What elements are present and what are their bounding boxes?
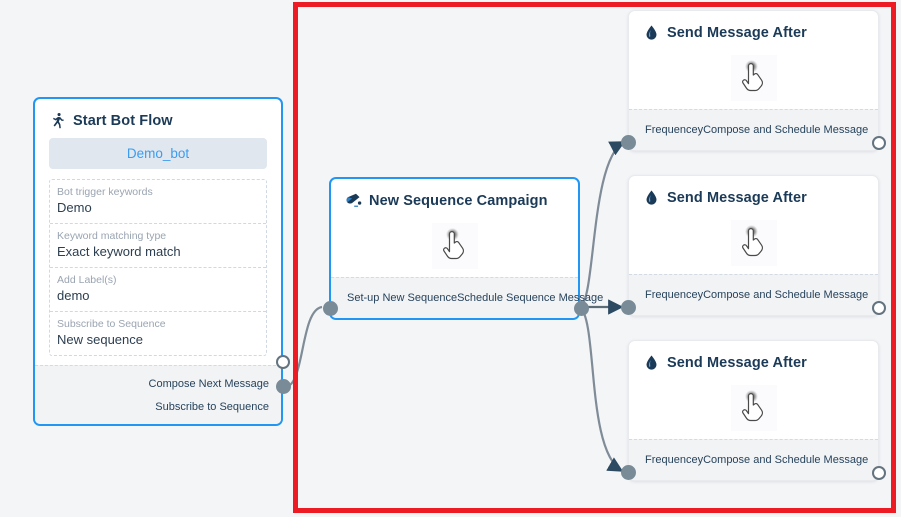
- node-header: Start Bot Flow: [35, 99, 281, 135]
- output-port-label: Compose and Schedule Message: [703, 124, 869, 136]
- output-port-schedule-sequence-message[interactable]: [574, 301, 589, 316]
- port-row-message[interactable]: Frequencey Compose and Schedule Message: [629, 281, 878, 309]
- input-port-frequency[interactable]: [621, 300, 636, 315]
- field-bot-trigger-keywords[interactable]: Bot trigger keywords Demo: [50, 180, 266, 224]
- node-footer: Frequencey Compose and Schedule Message: [629, 439, 878, 480]
- node-header: Send Message After: [629, 341, 878, 377]
- node-footer: Set-up New Sequence Schedule Sequence Me…: [331, 277, 603, 318]
- port-row-sequence[interactable]: Set-up New Sequence Schedule Sequence Me…: [331, 284, 603, 312]
- cursor-box: [730, 220, 777, 266]
- output-port-label: Compose and Schedule Message: [703, 289, 869, 301]
- input-port-label: Frequencey: [645, 124, 704, 136]
- output-port-label: Compose and Schedule Message: [703, 454, 869, 466]
- node-body: Demo_bot Bot trigger keywords Demo Keywo…: [35, 138, 281, 365]
- water-drop-icon: [646, 190, 657, 205]
- node-send-message-after-2[interactable]: Send Message After Frequencey Compose an…: [621, 175, 886, 316]
- node-footer: Compose Next Message Subscribe to Sequen…: [35, 365, 281, 424]
- field-value: demo: [57, 288, 90, 303]
- field-label: Bot trigger keywords: [57, 186, 153, 198]
- running-person-icon: [53, 112, 64, 129]
- node-new-sequence-campaign[interactable]: New Sequence Campaign: [323, 177, 603, 320]
- node-header: Send Message After: [629, 11, 878, 47]
- field-value: New sequence: [57, 332, 143, 347]
- port-row-compose-next-message[interactable]: Compose Next Message: [35, 372, 281, 395]
- node-preview-area: [331, 215, 578, 277]
- field-value: Exact keyword match: [57, 244, 181, 259]
- port-row-message[interactable]: Frequencey Compose and Schedule Message: [629, 116, 878, 144]
- node-title: Send Message After: [667, 189, 807, 206]
- node-header: Send Message After: [629, 176, 878, 212]
- field-label: Subscribe to Sequence: [57, 318, 166, 330]
- output-port-compose-and-schedule-message[interactable]: [872, 301, 886, 315]
- node-title: Send Message After: [667, 354, 807, 371]
- input-port-label: Set-up New Sequence: [347, 292, 458, 304]
- pointing-hand-cursor-icon: [741, 390, 763, 422]
- port-row-message[interactable]: Frequencey Compose and Schedule Message: [629, 446, 878, 474]
- input-port-frequency[interactable]: [621, 135, 636, 150]
- pointing-hand-cursor-icon: [442, 228, 464, 260]
- node-header: New Sequence Campaign: [331, 179, 578, 215]
- node-preview-area: [629, 212, 878, 274]
- water-drop-icon: [646, 355, 657, 370]
- output-port-subscribe-to-sequence[interactable]: [276, 379, 291, 394]
- input-port-frequency[interactable]: [621, 465, 636, 480]
- field-value: Demo: [57, 200, 92, 215]
- node-title: New Sequence Campaign: [369, 192, 548, 209]
- water-drop-icon: [646, 25, 657, 40]
- input-port-label: Frequencey: [645, 454, 704, 466]
- pointing-hand-cursor-icon: [741, 60, 763, 92]
- output-port-compose-next-message[interactable]: [276, 355, 290, 369]
- output-port-compose-and-schedule-message[interactable]: [872, 136, 886, 150]
- cursor-box: [730, 385, 777, 431]
- field-keyword-matching-type[interactable]: Keyword matching type Exact keyword matc…: [50, 224, 266, 268]
- port-row-subscribe-to-sequence[interactable]: Subscribe to Sequence: [35, 395, 281, 418]
- port-label: Compose Next Message: [148, 377, 269, 390]
- field-label: Add Label(s): [57, 274, 117, 286]
- node-send-message-after-1[interactable]: Send Message After Frequencey Compose an…: [621, 10, 886, 151]
- output-port-compose-and-schedule-message[interactable]: [872, 466, 886, 480]
- input-port-setup-new-sequence[interactable]: [323, 301, 338, 316]
- node-preview-area: [629, 377, 878, 439]
- ink-bottle-icon: [346, 193, 362, 207]
- bot-name-chip[interactable]: Demo_bot: [49, 138, 267, 169]
- node-send-message-after-3[interactable]: Send Message After Frequencey Compose an…: [621, 340, 886, 481]
- field-label: Keyword matching type: [57, 230, 167, 242]
- field-add-labels[interactable]: Add Label(s) demo: [50, 268, 266, 312]
- node-title: Start Bot Flow: [73, 112, 173, 129]
- node-footer: Frequencey Compose and Schedule Message: [629, 274, 878, 315]
- input-port-label: Frequencey: [645, 289, 704, 301]
- node-title: Send Message After: [667, 24, 807, 41]
- port-label: Subscribe to Sequence: [155, 400, 269, 413]
- node-footer: Frequencey Compose and Schedule Message: [629, 109, 878, 150]
- node-start-bot-flow[interactable]: Start Bot Flow Demo_bot Bot trigger keyw…: [33, 97, 291, 426]
- output-port-label: Schedule Sequence Message: [457, 292, 604, 304]
- node-preview-area: [629, 47, 878, 109]
- cursor-box: [730, 55, 777, 101]
- edge-startbot-to-sequence: [284, 305, 323, 389]
- pointing-hand-cursor-icon: [741, 225, 763, 257]
- cursor-box: [431, 223, 478, 269]
- field-subscribe-to-sequence[interactable]: Subscribe to Sequence New sequence: [50, 312, 266, 355]
- edge-sequence-to-card-1: [579, 141, 626, 309]
- edge-sequence-to-card-3: [579, 306, 624, 472]
- fields-group: Bot trigger keywords Demo Keyword matchi…: [49, 179, 267, 356]
